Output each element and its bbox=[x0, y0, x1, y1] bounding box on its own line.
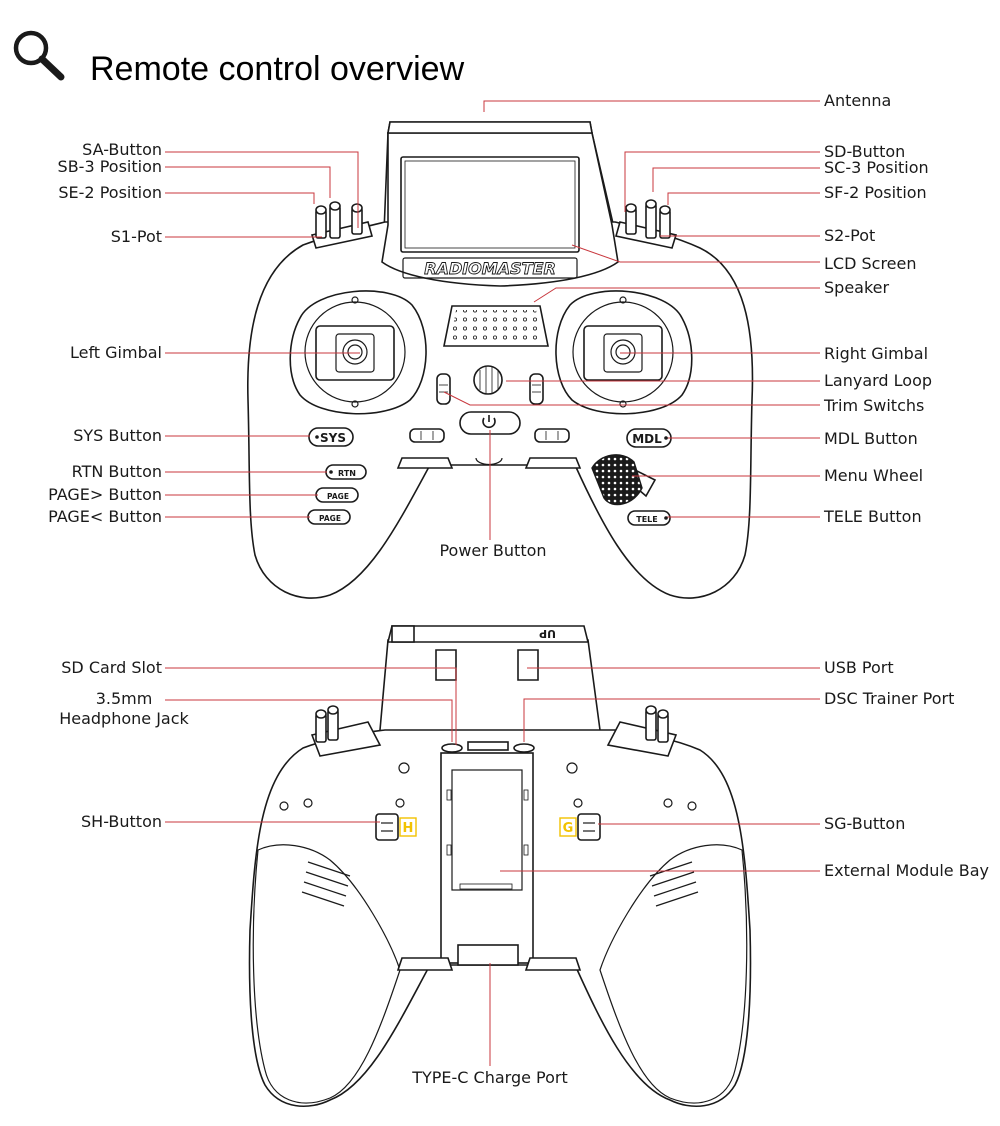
sg-letter-badge bbox=[559, 817, 577, 837]
label-sc-3-position: SC-3 Position bbox=[824, 158, 929, 177]
tele-button[interactable] bbox=[627, 510, 671, 526]
mdl-button-label: MDL bbox=[632, 432, 662, 446]
left-grip-vents bbox=[301, 861, 351, 907]
sh-button[interactable] bbox=[375, 813, 399, 841]
button-dot-icon bbox=[664, 516, 668, 520]
callout-labels: Antenna SA-Button SB-3 Position SE-2 Pos… bbox=[48, 91, 989, 1087]
trim-switch-right-horizontal[interactable] bbox=[534, 428, 570, 443]
page-prev-button-label: PAGE bbox=[319, 514, 341, 523]
label-sa-button: SA-Button bbox=[82, 140, 162, 159]
back-view: UP bbox=[248, 625, 752, 1108]
leader-lines bbox=[165, 100, 820, 1066]
label-page-next-button: PAGE> Button bbox=[48, 485, 162, 504]
up-marking: UP bbox=[539, 627, 556, 640]
label-headphone-jack-2: Headphone Jack bbox=[59, 709, 189, 728]
label-antenna: Antenna bbox=[824, 91, 891, 110]
right-grip-vents bbox=[649, 861, 699, 907]
sys-button-label: SYS bbox=[320, 431, 346, 445]
label-sf-2-position: SF-2 Position bbox=[824, 183, 927, 202]
lanyard-loop bbox=[473, 365, 503, 395]
label-trim-switchs: Trim Switchs bbox=[823, 396, 924, 415]
usb-port bbox=[517, 649, 539, 681]
sys-button[interactable] bbox=[308, 427, 354, 447]
trim-switch-right-vertical[interactable] bbox=[529, 373, 544, 405]
label-sd-button: SD-Button bbox=[824, 142, 905, 161]
label-left-gimbal: Left Gimbal bbox=[70, 343, 162, 362]
label-s1-pot: S1-Pot bbox=[111, 227, 162, 246]
label-external-module-bay: External Module Bay bbox=[824, 861, 989, 880]
left-gimbal bbox=[289, 290, 427, 415]
label-sh-button: SH-Button bbox=[81, 812, 162, 831]
external-module-bay bbox=[440, 752, 534, 964]
rtn-button-label: RTN bbox=[338, 469, 356, 478]
label-sys-button: SYS Button bbox=[73, 426, 162, 445]
page-next-button-label: PAGE bbox=[327, 492, 349, 501]
sh-letter-badge bbox=[399, 817, 417, 837]
sh-letter: H bbox=[403, 821, 414, 836]
screws bbox=[279, 762, 697, 811]
label-s2-pot: S2-Pot bbox=[824, 226, 875, 245]
tele-button-label: TELE bbox=[636, 515, 657, 524]
label-usb-port: USB Port bbox=[824, 658, 894, 677]
label-sb-3-position: SB-3 Position bbox=[58, 157, 162, 176]
type-c-charge-port bbox=[457, 944, 519, 966]
label-page-prev-button: PAGE< Button bbox=[48, 507, 162, 526]
back-right-switch-cluster bbox=[606, 705, 678, 757]
magnifier-icon bbox=[13, 30, 65, 81]
sg-letter: G bbox=[563, 821, 574, 836]
label-lcd-screen: LCD Screen bbox=[824, 254, 917, 273]
label-lanyard-loop: Lanyard Loop bbox=[824, 371, 932, 390]
label-sg-button: SG-Button bbox=[824, 814, 905, 833]
dsc-trainer-port bbox=[513, 743, 535, 753]
label-menu-wheel: Menu Wheel bbox=[824, 466, 923, 485]
button-dot-icon bbox=[315, 435, 319, 439]
right-switch-cluster bbox=[614, 199, 678, 249]
label-type-c-charge-port: TYPE-C Charge Port bbox=[411, 1068, 568, 1087]
label-power-button: Power Button bbox=[439, 541, 546, 560]
label-se-2-position: SE-2 Position bbox=[58, 183, 162, 202]
sd-card-slot bbox=[435, 649, 457, 681]
button-dot-icon bbox=[664, 436, 668, 440]
button-dot-icon bbox=[329, 470, 333, 474]
trim-switch-left-vertical[interactable] bbox=[436, 373, 451, 405]
label-right-gimbal: Right Gimbal bbox=[824, 344, 928, 363]
label-rtn-button: RTN Button bbox=[72, 462, 162, 481]
sg-button[interactable] bbox=[577, 813, 601, 841]
headphone-jack bbox=[441, 743, 463, 753]
label-tele-button: TELE Button bbox=[823, 507, 922, 526]
label-sd-card-slot: SD Card Slot bbox=[61, 658, 162, 677]
front-view: RADIOMASTER bbox=[246, 121, 754, 599]
page-title: Remote control overview bbox=[90, 50, 465, 88]
menu-wheel[interactable] bbox=[591, 454, 657, 506]
label-dsc-trainer-port: DSC Trainer Port bbox=[824, 689, 954, 708]
power-icon bbox=[482, 415, 496, 429]
label-mdl-button: MDL Button bbox=[824, 429, 918, 448]
brand-logo: RADIOMASTER bbox=[424, 259, 556, 278]
label-headphone-jack-1: 3.5mm bbox=[96, 689, 153, 708]
label-speaker: Speaker bbox=[824, 278, 890, 297]
back-left-switch-cluster bbox=[310, 705, 382, 757]
left-switch-cluster bbox=[310, 201, 374, 249]
trim-switch-left-horizontal[interactable] bbox=[409, 428, 445, 443]
right-gimbal bbox=[555, 290, 693, 415]
